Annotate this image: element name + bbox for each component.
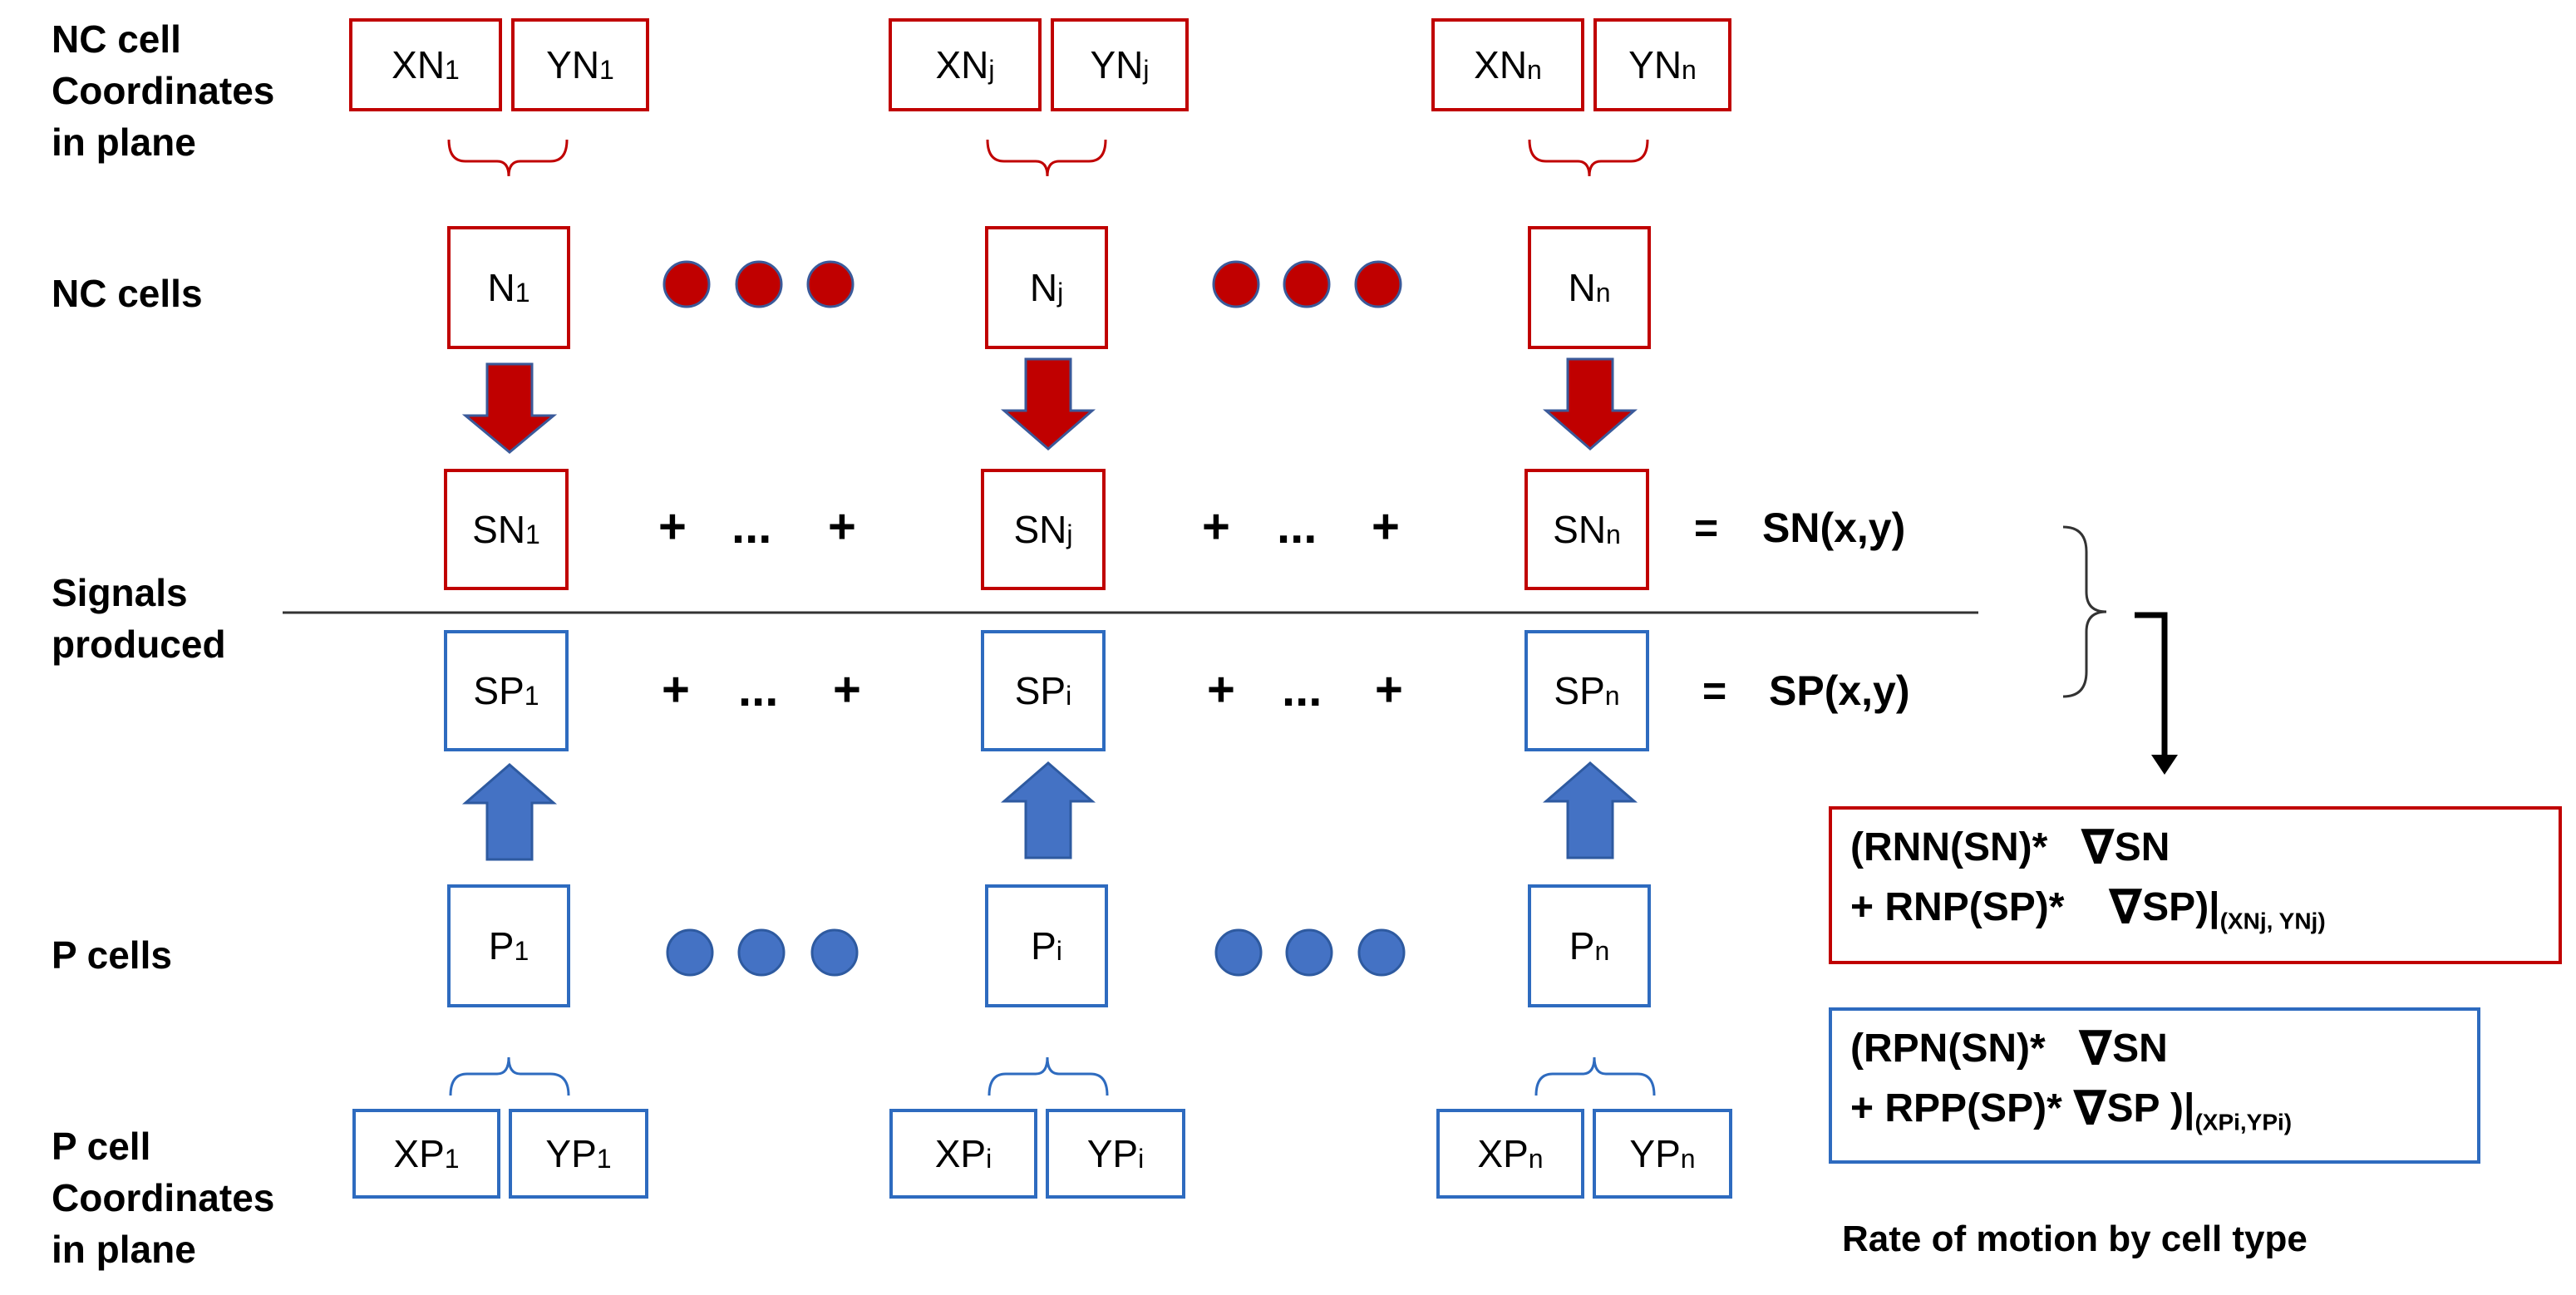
diagram-caption: Rate of motion by cell type [1842, 1219, 2308, 1259]
nc-ellipsis-dot [662, 260, 711, 308]
plus-operator: + [1202, 500, 1230, 554]
nc-ellipsis-dot [806, 260, 855, 308]
p-ellipsis-dot [1285, 928, 1333, 977]
plus-operator: + [1207, 662, 1235, 716]
nc-coord-brace-j [986, 139, 1107, 177]
label-line: in plane [52, 1228, 196, 1271]
nc-arrow-j [1000, 357, 1096, 451]
label-line: produced [52, 623, 226, 666]
label-signals-produced: Signals produced [52, 567, 226, 670]
result-arrowhead [2151, 755, 2178, 775]
signals-combine-brace [2062, 525, 2107, 698]
equals-operator: = [1694, 505, 1719, 551]
ellipsis-operator: ... [731, 500, 772, 554]
ellipsis-operator: ... [1282, 662, 1322, 716]
p-rate-formula: (RPN(SN)* ∇SN + RPP(SP)* ∇SP )|(XPi,YPi) [1829, 1007, 2480, 1164]
p-coord-brace-n [1534, 1056, 1656, 1096]
p-ellipsis-dot [1357, 928, 1406, 977]
nabla-icon: ∇ [2073, 1081, 2107, 1135]
plus-operator: + [828, 500, 856, 554]
nc-ellipsis-dot [735, 260, 783, 308]
formula-line: (RNN(SN)* ∇SN [1850, 820, 2170, 874]
plus-operator: + [1375, 662, 1403, 716]
p-ellipsis-dot [1214, 928, 1263, 977]
equals-operator: = [1702, 667, 1727, 714]
nc-ellipsis-dot [1354, 260, 1402, 308]
ellipsis-operator: ... [1277, 500, 1318, 554]
label-nc-coordinates: NC cell Coordinates in plane [52, 13, 274, 168]
nc-ellipsis-dot [1212, 260, 1260, 308]
result-connector [2135, 612, 2168, 758]
label-line: NC cell [52, 17, 181, 61]
nc-arrow-1 [461, 362, 558, 454]
p-coord-brace-i [988, 1056, 1109, 1096]
label-line: in plane [52, 121, 196, 164]
p-coord-brace-1 [449, 1056, 570, 1096]
label-line: Signals [52, 571, 188, 614]
nc-rate-formula: (RNN(SN)* ∇SN + RNP(SP)* ∇SP)|(XNj, YNj) [1829, 806, 2562, 964]
sum-sp: SP(x,y) [1769, 667, 1910, 714]
plus-operator: + [1372, 500, 1400, 554]
p-arrow-n [1542, 761, 1638, 859]
p-ellipsis-dot [737, 928, 786, 977]
plus-operator: + [658, 500, 687, 554]
label-line: P cell [52, 1125, 151, 1168]
nc-coord-brace-n [1528, 139, 1649, 177]
nabla-icon: ∇ [2081, 820, 2115, 874]
label-line: Coordinates [52, 1176, 275, 1219]
sum-sn: SN(x,y) [1762, 505, 1906, 551]
nabla-icon: ∇ [2108, 880, 2143, 934]
nc-ellipsis-dot [1283, 260, 1331, 308]
formula-line: + RPP(SP)* ∇SP )|(XPi,YPi) [1850, 1081, 2293, 1135]
plus-operator: + [662, 662, 690, 716]
p-arrow-i [1000, 761, 1096, 859]
nabla-icon: ∇ [2078, 1022, 2113, 1076]
nc-coord-brace-1 [447, 139, 569, 177]
ellipsis-operator: ... [738, 662, 779, 716]
label-nc-cells: NC cells [52, 272, 203, 315]
plus-operator: + [833, 662, 861, 716]
p-arrow-1 [461, 763, 558, 861]
label-p-coordinates: P cell Coordinates in plane [52, 1120, 274, 1275]
formula-line: + RNP(SP)* ∇SP)|(XNj, YNj) [1850, 880, 2326, 934]
label-line: Coordinates [52, 69, 275, 112]
label-p-cells: P cells [52, 933, 172, 977]
nc-arrow-n [1542, 357, 1638, 451]
p-ellipsis-dot [666, 928, 714, 977]
p-ellipsis-dot [810, 928, 859, 977]
formula-line: (RPN(SN)* ∇SN [1850, 1022, 2168, 1076]
